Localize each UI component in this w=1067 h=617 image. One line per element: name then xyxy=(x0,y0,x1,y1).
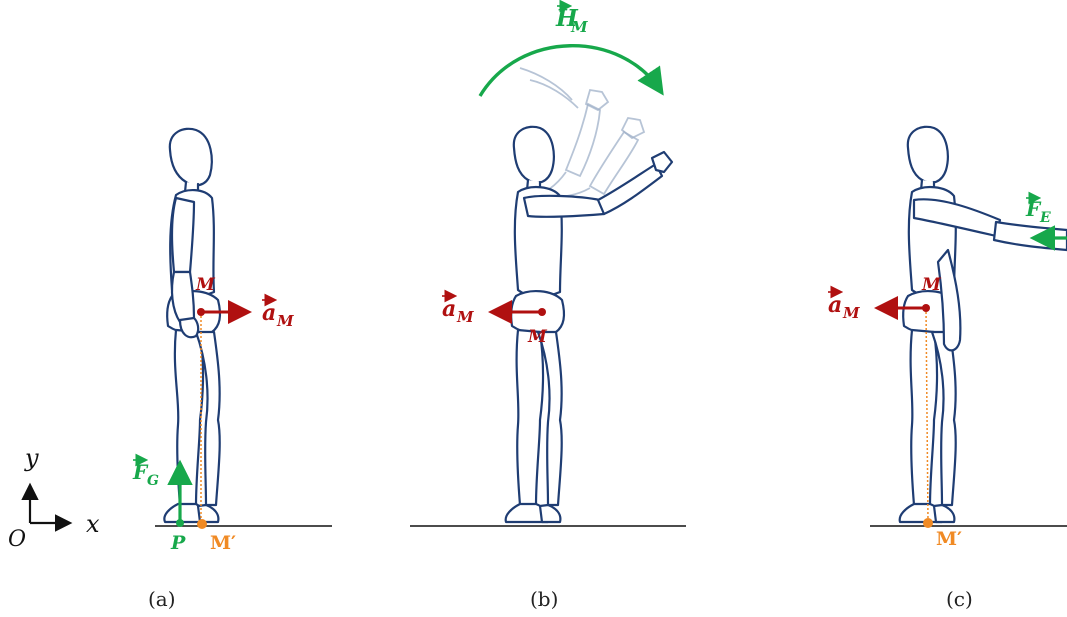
mannequin-arms-raised xyxy=(504,125,674,524)
panel-c: M a M F E M′ (c) xyxy=(828,125,1067,611)
mannequin-standing xyxy=(163,127,222,524)
ground-force-label: F G xyxy=(132,453,159,489)
panel-caption: (c) xyxy=(946,587,973,611)
acceleration-symbol: a xyxy=(828,292,842,318)
panel-b: H M M a M (b) xyxy=(410,0,686,611)
acceleration-subscript: M xyxy=(842,304,860,322)
momentum-subscript: M xyxy=(570,18,588,36)
pressure-point xyxy=(176,519,184,527)
y-axis-label: y xyxy=(24,444,39,472)
momentum-label: H M xyxy=(555,0,588,36)
com-label: M xyxy=(195,275,216,295)
force-subscript: E xyxy=(1039,210,1051,226)
com-point xyxy=(922,304,930,312)
com-projection-label: M′ xyxy=(210,532,236,554)
acceleration-symbol: a xyxy=(442,296,456,322)
panel-caption: (a) xyxy=(148,587,176,611)
coordinate-axes: y x O xyxy=(8,444,100,552)
acceleration-subscript: M xyxy=(276,312,294,330)
acceleration-subscript: M xyxy=(456,308,474,326)
acceleration-label: a M xyxy=(442,289,474,326)
com-projection-label: M′ xyxy=(936,528,962,550)
com-label: M xyxy=(921,275,942,295)
mannequin-arm-extended xyxy=(898,125,1067,524)
pressure-point-label: P xyxy=(170,532,186,554)
panel-caption: (b) xyxy=(530,587,558,611)
com-point xyxy=(538,308,546,316)
acceleration-label: a M xyxy=(262,293,294,330)
momentum-arc xyxy=(478,44,664,97)
com-projection-point xyxy=(197,519,207,529)
external-force-label: F E xyxy=(1025,191,1051,226)
force-subscript: G xyxy=(147,473,159,489)
acceleration-symbol: a xyxy=(262,300,276,326)
origin-label: O xyxy=(8,527,26,552)
com-label: M xyxy=(527,327,548,347)
com-projection-point xyxy=(923,518,933,528)
panel-a: M a M F G P M′ (a) xyxy=(132,127,332,611)
acceleration-label: a M xyxy=(828,285,860,322)
x-axis-label: x xyxy=(86,510,100,538)
com-point xyxy=(197,308,205,316)
